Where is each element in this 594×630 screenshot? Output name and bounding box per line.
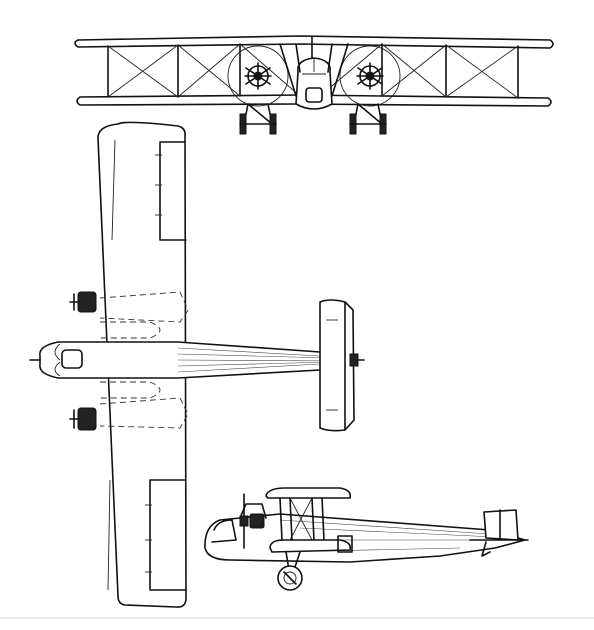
- side-cockpit: [239, 503, 267, 519]
- plan-rudder: [349, 353, 359, 367]
- front-left-engine: [244, 62, 272, 90]
- front-bracing-wires: [107, 43, 519, 99]
- side-bracing: [289, 497, 313, 541]
- front-view: [74, 35, 554, 135]
- side-nose-window: [211, 519, 237, 543]
- front-right-propeller-disc: [339, 45, 401, 107]
- side-lower-wing: [269, 539, 352, 553]
- side-fin: [483, 509, 519, 541]
- side-view: [204, 487, 529, 591]
- plan-cockpit: [61, 349, 83, 369]
- front-right-landing-gear: [349, 103, 387, 135]
- front-right-engine: [356, 62, 384, 90]
- side-tailskid: [481, 541, 491, 557]
- front-left-propeller-disc: [227, 45, 289, 107]
- plan-view: [29, 121, 365, 608]
- front-center-struts: [279, 35, 349, 97]
- plan-aileron-hinges: [145, 154, 162, 573]
- plan-lower-aileron: [149, 479, 187, 591]
- side-struts: [279, 497, 325, 541]
- side-propeller: [239, 493, 249, 549]
- side-upper-wing: [265, 487, 352, 499]
- front-left-landing-gear: [239, 103, 277, 135]
- front-interplane-struts: [107, 43, 519, 99]
- front-cockpit-window: [305, 87, 323, 103]
- front-upper-wing: [74, 35, 554, 49]
- side-engine: [249, 513, 265, 529]
- plan-upper-nacelle: [69, 291, 189, 339]
- side-landing-gear: [277, 551, 303, 591]
- plan-upper-aileron: [159, 141, 187, 241]
- plan-lower-nacelle: [69, 381, 189, 431]
